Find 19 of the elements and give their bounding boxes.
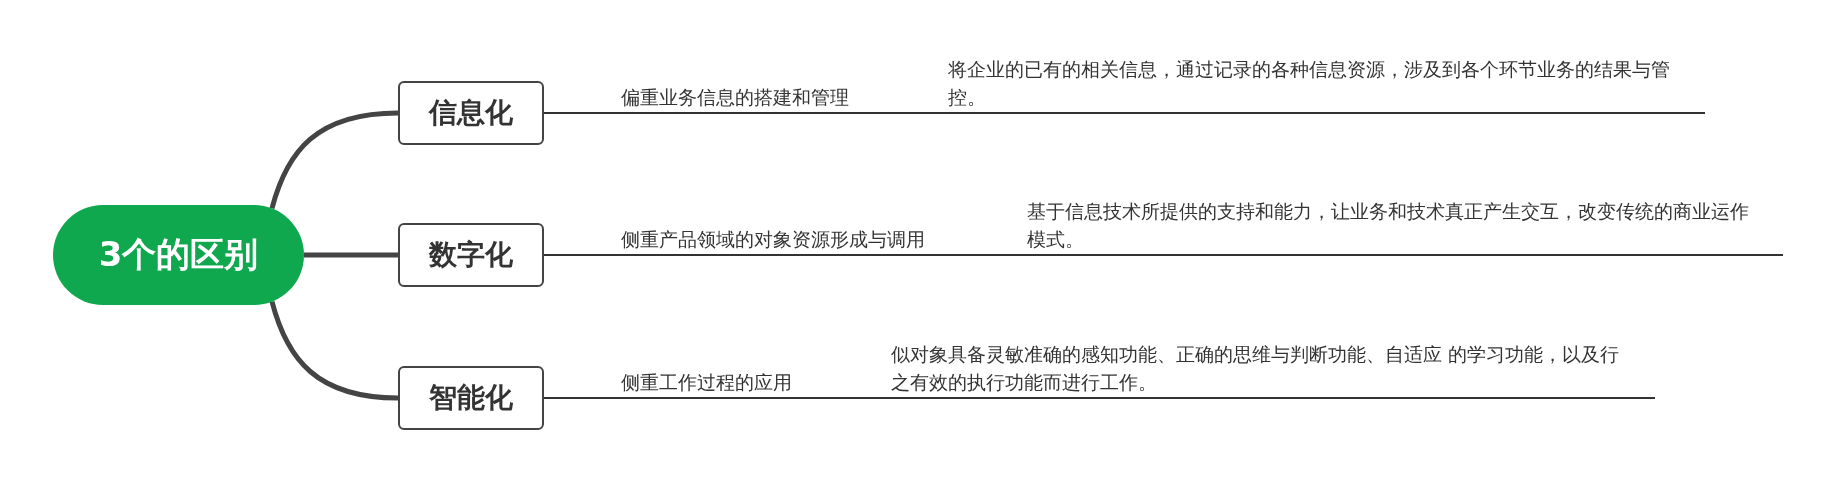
branch-curve bbox=[269, 110, 399, 210]
connector-line bbox=[879, 112, 936, 114]
underlined-text: 侧重工作过程的应用 bbox=[608, 368, 840, 399]
underlined-text: 似对象具备灵敏准确的感知功能、正确的思维与判断功能、自适应 的学习功能，以及行之有效的执行功能而进行工作。 bbox=[878, 340, 1655, 399]
underlined-text: 偏重业务信息的搭建和管理 bbox=[608, 83, 880, 114]
connector-line bbox=[543, 112, 609, 114]
topic-box: 数字化 bbox=[398, 223, 544, 287]
branch-curve bbox=[269, 300, 399, 401]
root-pill: 3个的区别 bbox=[53, 205, 304, 305]
connector-line bbox=[543, 397, 609, 399]
topic-box: 信息化 bbox=[398, 81, 544, 145]
connector-line bbox=[839, 397, 879, 399]
connector-line bbox=[543, 254, 609, 256]
underlined-text: 侧重产品领域的对象资源形成与调用 bbox=[608, 225, 955, 256]
branch-curve bbox=[304, 252, 398, 258]
underlined-text: 将企业的已有的相关信息，通过记录的各种信息资源，涉及到各个环节业务的结果与管控。 bbox=[935, 55, 1705, 114]
connector-line bbox=[954, 254, 1015, 256]
underlined-text: 基于信息技术所提供的支持和能力，让业务和技术真正产生交互，改变传统的商业运作模式。 bbox=[1014, 197, 1783, 256]
topic-box: 智能化 bbox=[398, 366, 544, 430]
